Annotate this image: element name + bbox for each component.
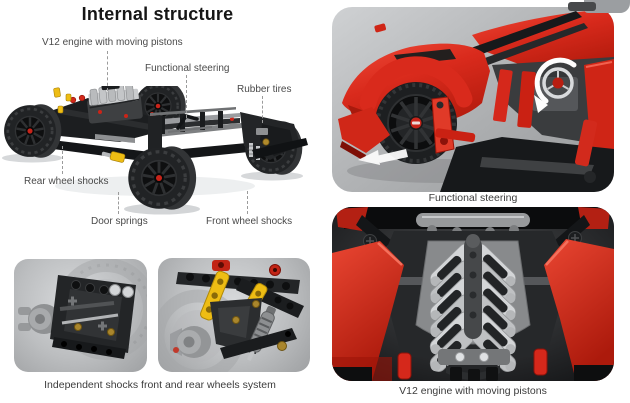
label-door-springs: Door springs [91,216,148,227]
rear-left-wheel [2,102,63,160]
page-title: Internal structure [81,4,234,24]
label-rear-wheel-shocks: Rear wheel shocks [24,176,109,187]
center-intake [464,234,482,339]
lower-arm [220,300,297,359]
lower-chassis [440,119,614,192]
caption-functional-steering: Functional steering [428,192,518,204]
car-upper-body [468,9,614,167]
front-left-wheel [126,144,198,212]
leader-v12-engine [107,51,108,91]
leader-rear-wheel-shocks [62,146,63,174]
lower-beam [52,337,126,359]
front-splitter [338,107,390,161]
leader-door-springs [118,192,119,214]
red-fender-right [544,239,614,381]
steering-wheel [542,67,574,99]
leader-rubber-tires [262,96,263,123]
cylinder-bank-left [429,243,475,372]
door-spring-shock [101,151,126,163]
chassis-photo [2,86,308,215]
upper-black-beams [176,272,304,318]
label-front-wheel-shocks: Front wheel shocks [206,216,293,227]
leader-functional-steering [186,75,187,118]
red-suspension-fork [431,96,476,154]
v12-engine-block-illustration [87,86,143,124]
steering-rotation-arrow-icon [534,57,577,113]
red-pins [212,260,281,276]
engine-red-pins [69,94,234,121]
photo-functional-steering [332,7,614,192]
photo-rear-shock [158,258,310,372]
label-v12-engine: V12 engine with moving pistons [42,37,183,48]
car-roof-strip [568,2,596,11]
top-structure [336,207,610,249]
shock-frame [50,275,136,353]
photo-v12-engine [332,207,614,381]
photo-front-shock [14,259,147,372]
engine-bottom [332,348,614,381]
caption-v12-engine: V12 engine with moving pistons [399,385,547,397]
leader-front-wheel-shocks [247,191,248,214]
yellow-beam-left [199,270,230,321]
caption-suspension: Independent shocks front and rear wheels… [44,379,276,391]
label-functional-steering: Functional steering [145,63,230,74]
label-rubber-tires: Rubber tires [237,84,292,95]
yellow-pins [53,87,72,114]
wheel-hub [170,326,211,358]
turn-direction-arrow-icon [358,149,408,165]
front-axle-assembly [240,112,308,160]
